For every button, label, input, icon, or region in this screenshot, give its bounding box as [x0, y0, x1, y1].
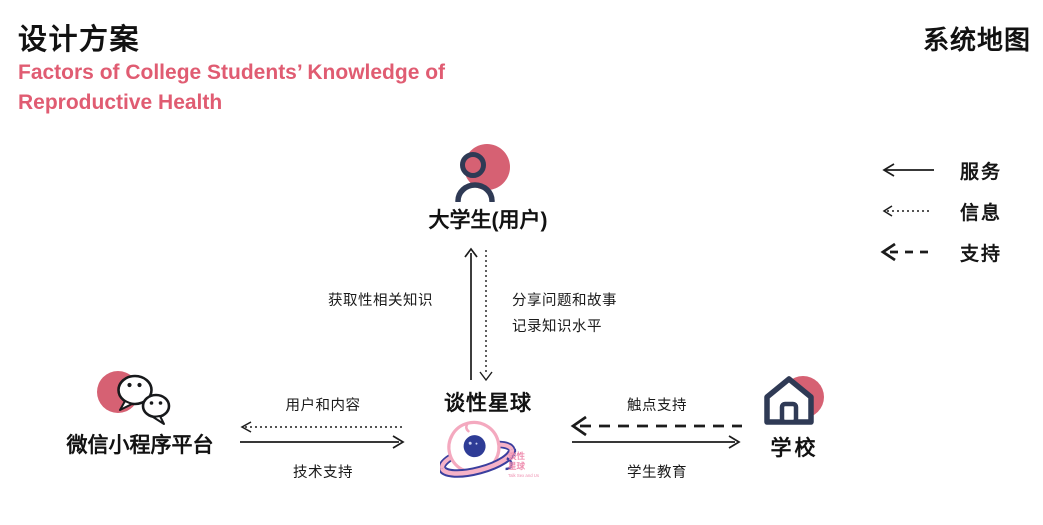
platform-product-arrows: [240, 421, 405, 449]
page-subtitle: Factors of College Students’ Knowledge o…: [18, 58, 445, 118]
legend-label-info: 信息: [960, 202, 1003, 224]
logo-caption: Talk Sex and Us: [508, 473, 539, 478]
section-title: 系统地图: [922, 25, 1031, 55]
product-school-arrows: [570, 415, 742, 449]
page-title: 设计方案: [18, 24, 141, 56]
subtitle-line-1: Factors of College Students’ Knowledge o…: [18, 61, 446, 84]
logo-text-line-1: 谈性: [508, 451, 526, 461]
edge-label-tech-support: 技术支持: [293, 465, 353, 481]
person-icon: [455, 144, 510, 202]
solid-arrow-icon: [882, 163, 934, 177]
legend-row-support: 支持: [878, 242, 1002, 265]
legend: 服务 信息 支持: [878, 160, 1002, 283]
planet-logo: 谈性 星球 Talk Sex and Us: [440, 420, 539, 478]
node-label-platform: 微信小程序平台: [66, 434, 214, 457]
student-product-arrows: [464, 247, 493, 382]
logo-text-line-2: 星球: [508, 461, 526, 471]
subtitle-line-2: Reproductive Health: [18, 91, 223, 114]
legend-row-info: 信息: [878, 201, 1002, 224]
wechat-icon: [97, 371, 171, 425]
edge-label-acquire-knowledge: 获取性相关知识: [328, 293, 433, 309]
legend-label-support: 支持: [960, 243, 1003, 265]
node-label-student: 大学生(用户): [428, 209, 548, 232]
edge-label-users-content: 用户和内容: [285, 398, 361, 414]
dotted-arrow-icon: [882, 205, 931, 217]
edge-label-student-education: 学生教育: [627, 465, 687, 481]
edge-label-record-level: 记录知识水平: [512, 319, 602, 335]
edge-label-touchpoint-support: 触点支持: [627, 398, 687, 414]
legend-label-service: 服务: [960, 161, 1003, 183]
edge-label-share-stories: 分享问题和故事: [512, 293, 617, 309]
node-label-product: 谈性星球: [444, 392, 532, 415]
dashed-arrow-icon: [880, 242, 932, 262]
node-label-school: 学校: [770, 437, 819, 460]
legend-row-service: 服务: [878, 160, 1002, 183]
house-icon: [764, 376, 824, 425]
